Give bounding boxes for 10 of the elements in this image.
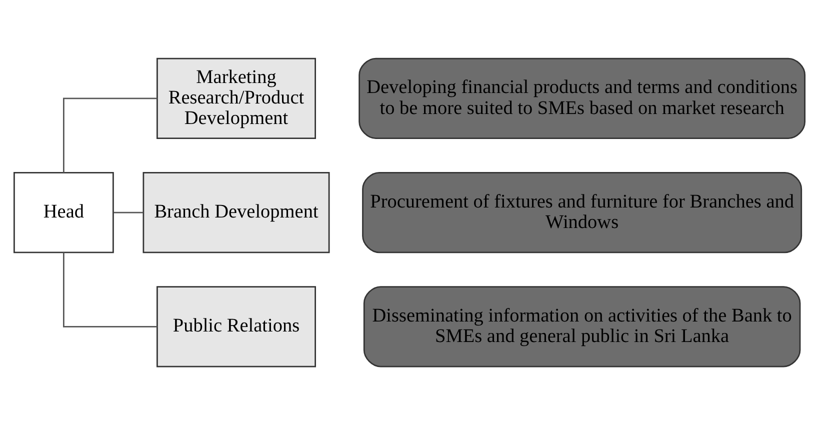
connector: [114, 212, 144, 214]
node-box: Marketing Research/Product Development: [156, 58, 316, 139]
connector: [63, 98, 158, 173]
node-box: Procurement of fixtures and furniture for Branches and Windows: [362, 172, 802, 254]
node-box: Head: [14, 172, 114, 254]
node-box: Disseminating information on activities of the Bank to SMEs and general public in Sri Lanka: [363, 286, 801, 368]
node-box: Developing financial products and terms and conditions to be more suited to SMEs based on market research: [358, 58, 806, 139]
node-box: Branch Development: [142, 172, 330, 254]
connector: [63, 252, 158, 328]
node-box: Public Relations: [156, 286, 316, 368]
